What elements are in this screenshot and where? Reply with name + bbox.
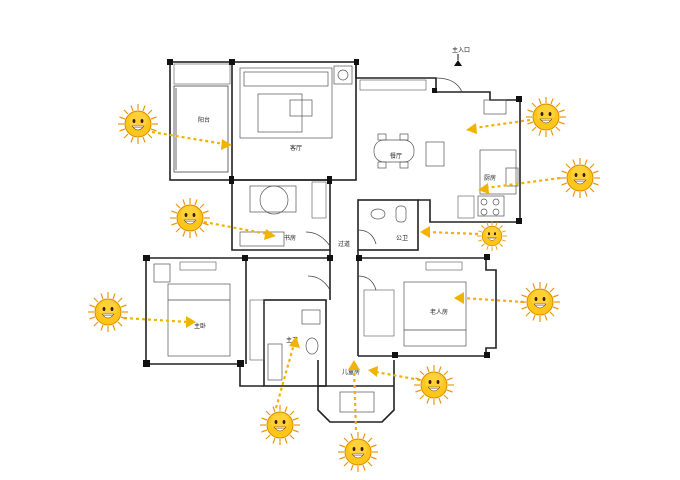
room-label-child-bed: 儿童房	[342, 368, 360, 376]
smiling-sun-icon	[117, 103, 159, 145]
room-label-corridor: 过道	[338, 240, 350, 248]
room-label-elder-bed: 老人房	[430, 308, 448, 316]
smiling-sun-icon	[525, 96, 567, 138]
pillars	[143, 59, 522, 367]
smiling-sun-icon	[87, 291, 129, 333]
entrance-marker: 主入口	[452, 46, 470, 66]
smiling-sun-icon	[519, 281, 561, 323]
smiling-sun-icon	[413, 364, 455, 406]
entrance-label: 主入口	[452, 46, 470, 54]
room-label-kitchen: 厨房	[484, 174, 496, 182]
smiling-sun-icon	[259, 404, 301, 446]
room-labels: 阳台 客厅 餐厅 厨房 书房 过道 公卫 主卧 主卫 老人房 儿童房	[194, 116, 496, 376]
room-label-balcony: 阳台	[198, 116, 210, 124]
arrow-child-bed-east	[368, 366, 421, 382]
arrow-balcony	[151, 130, 232, 150]
arrow-study	[203, 220, 276, 240]
arrow-master-bath	[274, 336, 300, 409]
smiling-sun-icon	[559, 157, 601, 199]
smiling-sun-icon	[169, 197, 211, 239]
walls	[145, 61, 521, 423]
arrow-kitchen	[478, 176, 561, 194]
arrow-child-bed-south	[348, 360, 360, 431]
room-label-study: 书房	[284, 234, 296, 242]
furniture	[153, 65, 519, 413]
suns	[87, 96, 601, 473]
room-label-master-bed: 主卧	[194, 322, 206, 330]
arrow-elder-bed	[454, 292, 525, 304]
room-label-living: 客厅	[290, 144, 302, 152]
room-label-public-bath: 公卫	[396, 235, 408, 242]
light-arrows	[123, 118, 561, 431]
room-label-master-bath: 主卫	[286, 336, 298, 344]
arrow-public-bath	[420, 226, 479, 238]
arrow-dining	[466, 118, 531, 134]
room-label-dining: 餐厅	[390, 152, 402, 160]
smiling-sun-icon	[476, 220, 508, 252]
arrow-master-bed	[123, 316, 196, 328]
smiling-sun-icon	[337, 431, 379, 473]
